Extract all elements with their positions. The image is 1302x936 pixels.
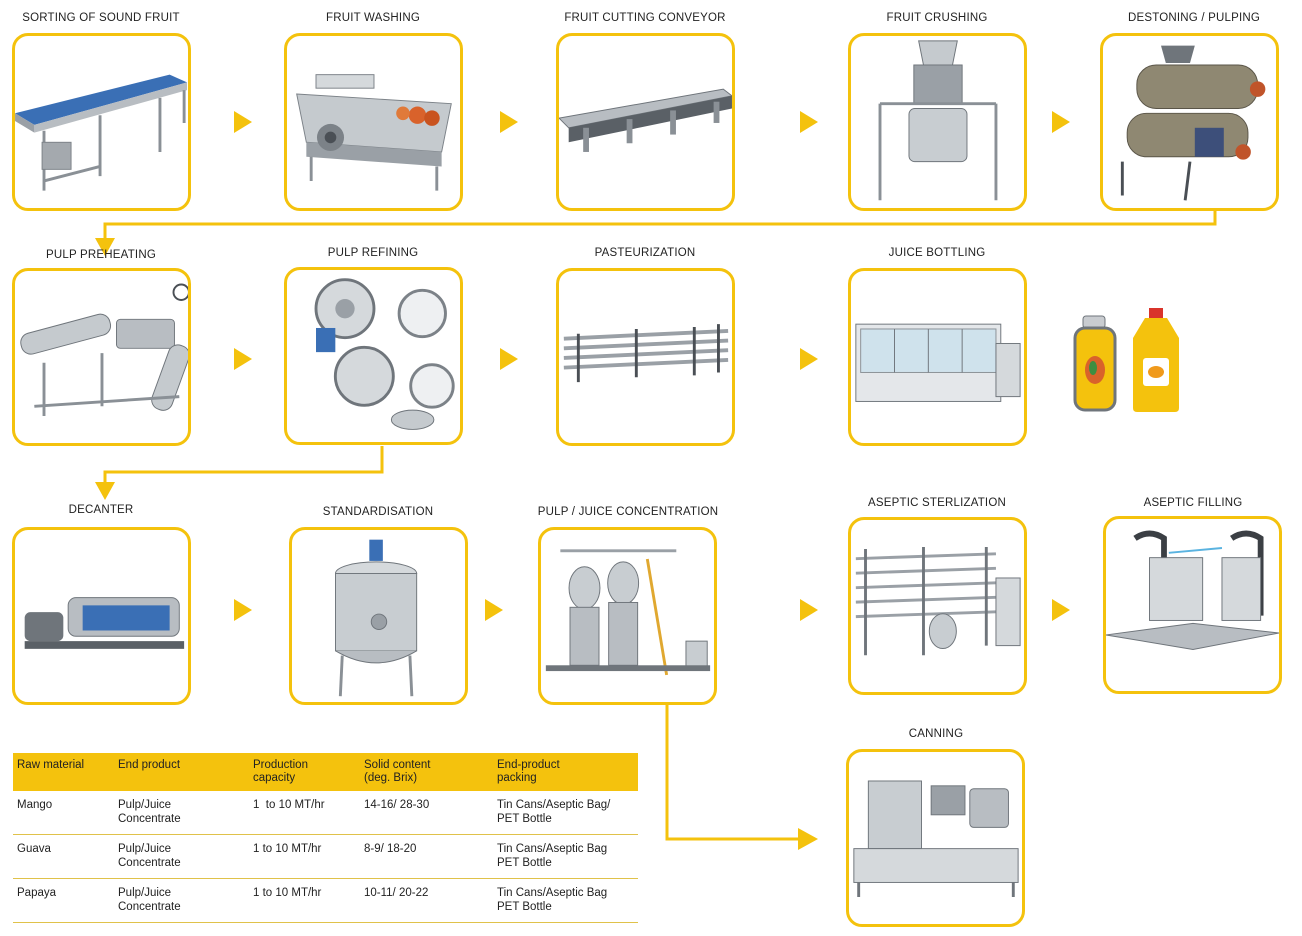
step-label-cutting: FRUIT CUTTING CONVEYOR — [564, 12, 726, 24]
step-crushing — [848, 33, 1027, 211]
fruit-crusher-illustration — [878, 40, 998, 201]
cell-pack: Tin Cans/Aseptic Bag/PET Bottle — [493, 791, 638, 835]
step-label-washing: FRUIT WASHING — [326, 12, 420, 24]
cell-solid: 8-9/ 18-20 — [360, 834, 493, 879]
cell-cap: 1 to 10 MT/hr — [249, 791, 360, 835]
flow-arrow-pasteurization-bottling — [800, 348, 818, 370]
header-raw-material: Raw material — [13, 753, 114, 791]
step-label-concentration: PULP / JUICE CONCENTRATION — [537, 506, 719, 518]
flow-arrow-decanter-standardisation — [234, 599, 252, 621]
juice-bottle-orange-icon — [1133, 308, 1179, 412]
step-sterlization — [848, 517, 1027, 695]
cell-cap: 1 to 10 MT/hr — [249, 834, 360, 879]
step-label-refining: PULP REFINING — [327, 247, 419, 259]
step-standardisation — [289, 527, 468, 705]
step-cutting — [556, 33, 735, 211]
step-label-pasteurization: PASTEURIZATION — [594, 247, 696, 259]
fruit-washer-illustration — [296, 74, 452, 191]
step-label-standardisation: STANDARDISATION — [322, 506, 434, 518]
step-label-sterlization: ASEPTIC STERLIZATION — [868, 497, 1006, 509]
flow-arrow-preheating-refining — [234, 348, 252, 370]
juice-bottling-illustration — [855, 323, 1021, 402]
canning-machine-illustration — [853, 780, 1019, 897]
step-label-sorting: SORTING OF SOUND FRUIT — [22, 12, 180, 24]
step-bottling — [848, 268, 1027, 446]
pulp-preheater-illustration — [20, 283, 188, 416]
connector-arrowhead-decanter — [95, 482, 115, 500]
connector-row2-row3 — [103, 446, 384, 490]
connector-row1-row2 — [103, 211, 1217, 240]
step-label-canning: CANNING — [908, 728, 964, 740]
juice-bottles — [1073, 308, 1185, 414]
step-pasteurization — [556, 268, 735, 446]
step-label-decanter: DECANTER — [68, 504, 134, 516]
header-end-product: End product — [114, 753, 249, 791]
connector-arrowhead-canning — [798, 828, 818, 850]
pulp-refiner-illustration — [314, 278, 455, 430]
cell-solid: 10-11/ 20-22 — [360, 878, 493, 923]
cell-raw: Guava — [13, 834, 114, 879]
decanter-illustration — [24, 597, 185, 649]
step-decanter — [12, 527, 191, 705]
step-label-crushing: FRUIT CRUSHING — [886, 12, 988, 24]
cell-cap: 1 to 10 MT/hr — [249, 878, 360, 923]
flow-arrow-refining-pasteurization — [500, 348, 518, 370]
flow-arrow-sorting-washing — [234, 111, 252, 133]
aseptic-filler-illustration — [1106, 530, 1279, 650]
step-canning — [846, 749, 1025, 927]
concentration-evaporator-illustration — [545, 549, 711, 676]
step-label-bottling: JUICE BOTTLING — [888, 247, 986, 259]
step-destoning — [1100, 33, 1279, 211]
pasteurizer-illustration — [563, 324, 729, 383]
cell-raw: Mango — [13, 791, 114, 835]
step-label-destoning: DESTONING / PULPING — [1127, 12, 1261, 24]
flow-arrow-cutting-crushing — [800, 111, 818, 133]
header-solid-content: Solid content(deg. Brix) — [360, 753, 493, 791]
flow-arrow-sterlization-filling — [1052, 599, 1070, 621]
juice-bottle-mango-icon — [1073, 315, 1117, 412]
step-washing — [284, 33, 463, 211]
step-label-filling: ASEPTIC FILLING — [1143, 497, 1243, 509]
standardisation-tank-illustration — [335, 539, 418, 697]
flow-arrow-washing-cutting — [500, 111, 518, 133]
step-refining — [284, 267, 463, 445]
flow-arrow-crushing-destoning — [1052, 111, 1070, 133]
cell-raw: Papaya — [13, 878, 114, 923]
sorting-conveyor-illustration — [15, 74, 188, 191]
flow-arrow-concentration-sterlization — [800, 599, 818, 621]
step-label-preheating: PULP PREHEATING — [46, 249, 156, 261]
cutting-conveyor-illustration — [559, 88, 732, 152]
step-preheating — [12, 268, 191, 446]
step-concentration — [538, 527, 717, 705]
destoner-pulper-illustration — [1120, 45, 1266, 201]
step-sorting — [12, 33, 191, 211]
aseptic-sterilizer-illustration — [855, 547, 1021, 656]
connector-concentration-canning — [665, 704, 800, 841]
step-filling — [1103, 516, 1282, 694]
flow-arrow-standardisation-concentration — [485, 599, 503, 621]
cell-solid: 14-16/ 28-30 — [360, 791, 493, 835]
